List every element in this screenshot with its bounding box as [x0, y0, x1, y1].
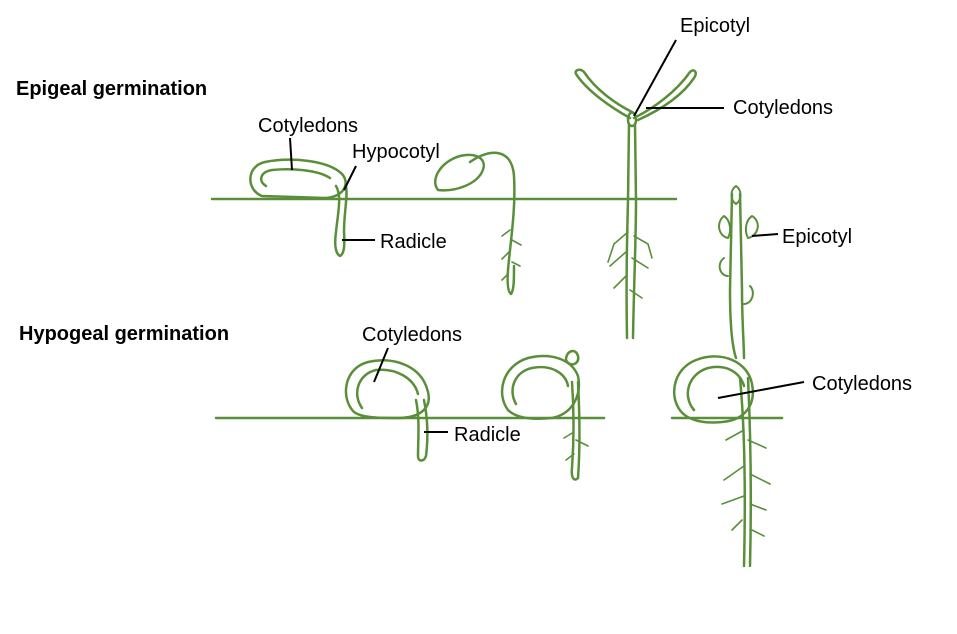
- label-hypogeal-radicle: Radicle: [454, 424, 521, 446]
- leader-epigeal-hypocotyl: [343, 165, 357, 191]
- hypogeal-seedling-stage-1: [344, 359, 431, 462]
- label-hypogeal-cotyledons-3: Cotyledons: [812, 373, 912, 395]
- hypogeal-root-hairs-2: [563, 431, 589, 461]
- hypogeal-stem-3: [728, 192, 746, 360]
- hypogeal-leaves-3: [718, 185, 759, 305]
- leader-hypogeal-epicotyl: [751, 233, 779, 237]
- epigeal-seed-coat: [249, 158, 347, 200]
- hypogeal-shoot-2: [564, 349, 580, 366]
- epigeal-hook-2: [468, 151, 516, 296]
- hypogeal-seed-inner-2: [511, 365, 570, 406]
- hypogeal-seed-2: [500, 354, 581, 420]
- hypogeal-seedling-stage-3: [673, 185, 771, 568]
- epigeal-left-cotyledon-3: [574, 68, 634, 120]
- epigeal-cotyledon-inner: [259, 168, 332, 188]
- hypogeal-root-2: [570, 380, 581, 481]
- leader-epigeal-epicotyl: [633, 39, 677, 117]
- label-hypogeal-cotyledons-1: Cotyledons: [362, 324, 462, 346]
- label-epigeal-radicle: Radicle: [380, 231, 447, 253]
- epigeal-seedling-stage-1: [249, 158, 348, 258]
- leader-hypogeal-cotyledons-1: [373, 347, 389, 383]
- epigeal-row: [210, 68, 697, 340]
- hypogeal-radicle-1: [414, 398, 429, 462]
- leader-hypogeal-cotyledons-3: [717, 381, 805, 399]
- epigeal-epicotyl-bud-3: [626, 111, 638, 128]
- hypogeal-seed-1: [344, 359, 431, 420]
- leader-epigeal-cotyledons-1: [289, 137, 293, 171]
- label-epigeal-cotyledons-1: Cotyledons: [258, 115, 358, 137]
- leader-lines: [289, 39, 805, 433]
- label-epigeal-epicotyl: Epicotyl: [680, 15, 750, 37]
- hypogeal-seedling-stage-2: [500, 349, 589, 481]
- epigeal-right-cotyledon-3: [632, 69, 697, 122]
- epigeal-hypocotyl-stem: [333, 184, 348, 258]
- epigeal-seed-2: [434, 153, 485, 192]
- label-epigeal-hypocotyl: Hypocotyl: [352, 141, 440, 163]
- hypogeal-root-3: [738, 376, 753, 568]
- hypogeal-seed-inner-1: [356, 368, 420, 410]
- epigeal-roots-3: [607, 231, 653, 299]
- hypogeal-row: [214, 185, 784, 568]
- epigeal-seedling-stage-3: [574, 68, 697, 340]
- epigeal-stem-3: [625, 122, 638, 340]
- epigeal-title: Epigeal germination: [16, 78, 207, 100]
- hypogeal-seed-3: [673, 355, 755, 424]
- label-hypogeal-epicotyl: Epicotyl: [782, 226, 852, 248]
- hypogeal-title: Hypogeal germination: [19, 323, 229, 345]
- hypogeal-root-hairs-3: [721, 429, 771, 537]
- epigeal-seedling-stage-2: [434, 151, 522, 296]
- hypogeal-seed-inner-3: [686, 365, 746, 412]
- epigeal-root-hairs-2: [501, 229, 522, 281]
- label-epigeal-cotyledons-3: Cotyledons: [733, 97, 833, 119]
